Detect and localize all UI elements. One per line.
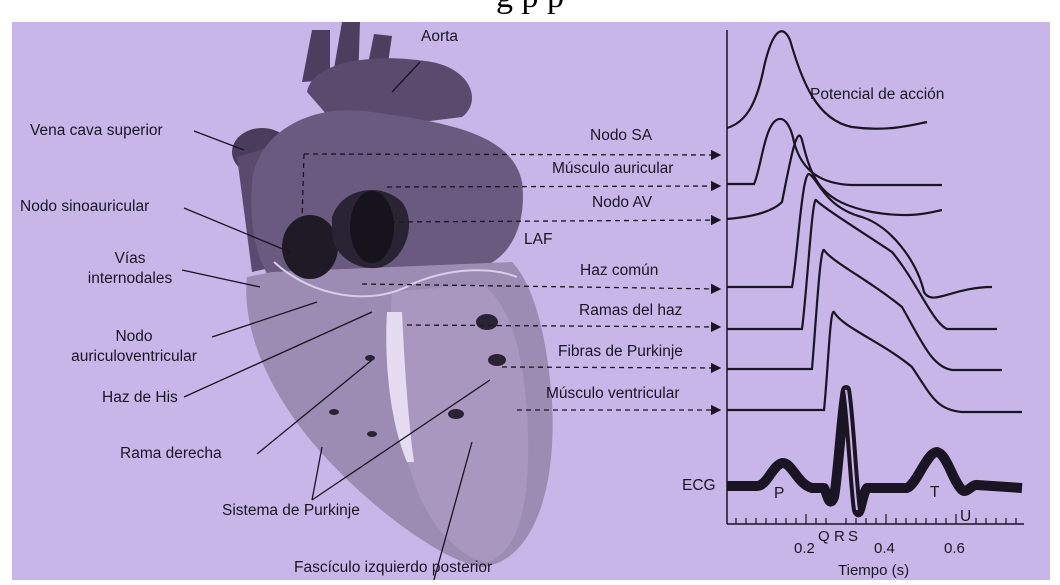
label-rama-derecha: Rama derecha	[120, 445, 222, 463]
arrow-label-musculo-auricular: Músculo auricular	[552, 160, 673, 178]
label-nodo-sinoauricular: Nodo sinoauricular	[20, 198, 149, 216]
heart-conduction-diagram	[12, 22, 1050, 580]
ecg-wave-p: P	[774, 485, 784, 503]
diagram-panel: Aorta Vena cava superior Nodo sinoauricu…	[12, 22, 1050, 580]
label-vias-internodales-line1: Vías	[70, 250, 190, 268]
heart-illustration	[232, 22, 553, 567]
axis-tick-0-6: 0.6	[944, 540, 965, 557]
arrow-label-nodo-av: Nodo AV	[592, 194, 652, 212]
label-vena-cava: Vena cava superior	[30, 122, 163, 140]
label-laf: LAF	[524, 231, 552, 249]
arrow-label-fibras-purkinje: Fibras de Purkinje	[558, 343, 683, 361]
label-haz-de-his: Haz de His	[102, 389, 178, 407]
axis-tick-0-2: 0.2	[794, 540, 815, 557]
time-axis	[727, 30, 1024, 524]
ecg-trace	[727, 390, 1022, 512]
cropped-caption-text: g p p	[0, 0, 1060, 16]
ecg-wave-r: R	[834, 528, 845, 545]
arrow-label-ramas-del-haz: Ramas del haz	[579, 302, 682, 320]
label-vias-internodales-line2: internodales	[70, 270, 190, 288]
label-sistema-purkinje: Sistema de Purkinje	[222, 502, 360, 520]
label-nodo-av-line2: auriculoventricular	[46, 348, 222, 366]
axis-tick-0-4: 0.4	[874, 540, 895, 557]
arrow-label-haz-comun: Haz común	[580, 262, 658, 280]
label-potencial-de-accion: Potencial de acción	[810, 86, 944, 104]
ecg-wave-t: T	[930, 484, 939, 502]
ecg-wave-q: Q	[818, 528, 830, 545]
arrow-label-nodo-sa: Nodo SA	[590, 127, 652, 145]
ecg-wave-s: S	[848, 528, 858, 545]
ecg-wave-u: U	[960, 508, 971, 526]
arrow-label-musculo-ventricular: Músculo ventricular	[546, 385, 680, 403]
ecg-label: ECG	[682, 477, 716, 495]
label-fasciculo-izquierdo-posterior: Fascículo izquierdo posterior	[294, 559, 492, 577]
label-aorta: Aorta	[421, 28, 458, 46]
axis-title: Tiempo (s)	[838, 562, 909, 579]
label-nodo-av-line1: Nodo	[46, 328, 222, 346]
